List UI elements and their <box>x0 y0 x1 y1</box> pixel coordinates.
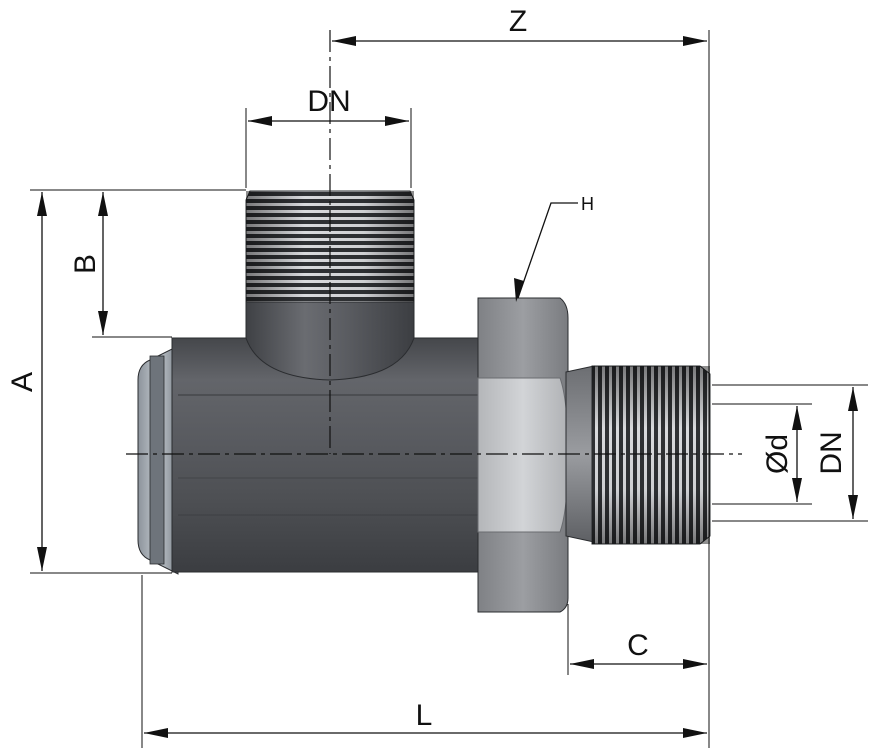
arrowhead <box>98 192 108 216</box>
centerlines <box>126 30 742 455</box>
arrowhead <box>514 278 524 302</box>
label-dn-top: DN <box>307 85 350 118</box>
label-a: A <box>6 372 39 392</box>
leader-line-h <box>517 202 578 299</box>
arrowhead <box>792 406 802 430</box>
arrowhead <box>332 36 356 46</box>
dimension-labels: Z DN H B A Ød DN C L <box>6 5 848 732</box>
label-h: H <box>581 194 594 214</box>
arrowhead <box>683 36 707 46</box>
dimension-lines <box>37 36 858 738</box>
arrowhead <box>848 495 858 519</box>
arrowhead <box>683 659 707 669</box>
arrowhead <box>848 387 858 411</box>
branch-neck <box>245 301 415 381</box>
left-socket-ring <box>149 355 165 565</box>
arrowhead <box>37 192 47 216</box>
extension-lines <box>30 30 868 748</box>
label-dn-right: DN <box>815 431 848 474</box>
right-thread-shade <box>592 366 710 544</box>
arrowhead <box>385 116 409 126</box>
union-nut-face <box>477 377 569 533</box>
arrowhead <box>144 728 168 738</box>
fitting <box>137 190 711 613</box>
label-c: C <box>627 629 649 662</box>
arrowhead <box>37 547 47 571</box>
label-l: L <box>416 699 433 732</box>
label-z: Z <box>509 5 527 38</box>
arrowhead <box>683 728 707 738</box>
label-b: B <box>69 254 102 274</box>
arrowhead <box>570 659 594 669</box>
label-od: Ød <box>761 434 794 474</box>
arrowhead <box>98 311 108 335</box>
arrowhead <box>248 116 272 126</box>
arrowhead <box>792 478 802 502</box>
